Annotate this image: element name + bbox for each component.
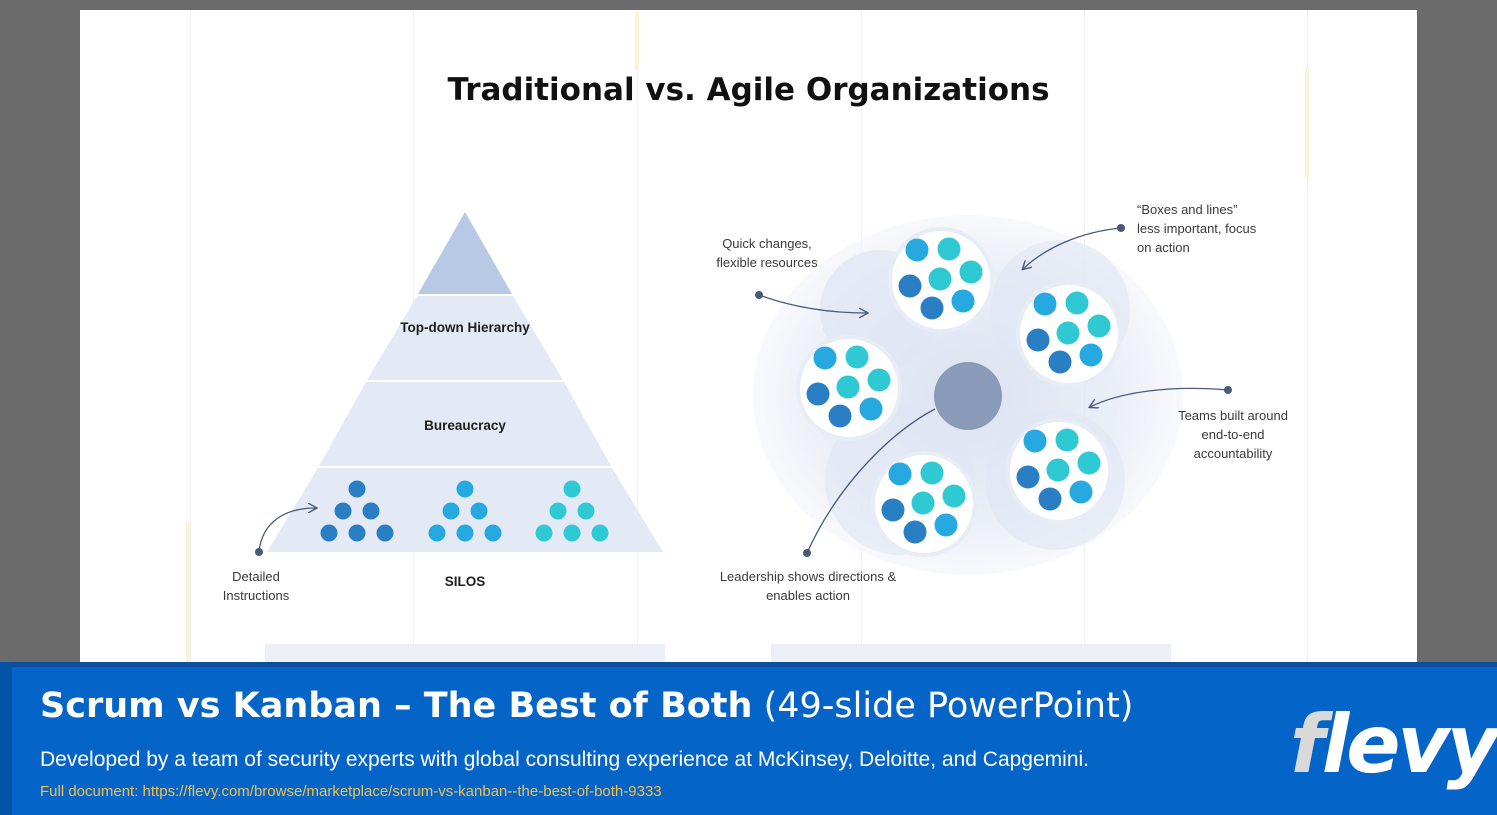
team-member-dot — [1055, 428, 1079, 452]
callout-arrow-boxes-lines — [1023, 227, 1122, 269]
team-member-dot — [951, 289, 975, 313]
pyramid-apex — [418, 212, 512, 294]
callout-arrow-detailed — [258, 508, 316, 553]
silo-dot — [348, 524, 366, 542]
team-member-dot — [934, 513, 958, 537]
flevy-logo[interactable]: flevy — [1290, 698, 1497, 791]
callout-detailed-instructions: Detailed Instructions — [222, 569, 290, 603]
silo-dot — [549, 502, 567, 520]
team-member-dot — [845, 345, 869, 369]
team-member-dot — [1069, 480, 1093, 504]
team-member-dot — [813, 346, 837, 370]
leadership-circle — [934, 362, 1002, 430]
banner-title-sub: (49-slide PowerPoint) — [763, 686, 1134, 726]
silo-dot — [334, 502, 352, 520]
team-member-dot — [937, 237, 961, 261]
team-member-dot — [1038, 487, 1062, 511]
banner-title-main: Scrum vs Kanban – The Best of Both — [40, 686, 753, 726]
team-member-dot — [1079, 343, 1103, 367]
silo-dot — [428, 524, 446, 542]
callout-arrow-teams — [1090, 387, 1229, 407]
team-member-dot — [1046, 458, 1070, 482]
team-member-dot — [867, 368, 891, 392]
team-member-dot — [920, 296, 944, 320]
banner-description: Developed by a team of security experts … — [40, 748, 1089, 771]
team-member-dot — [836, 375, 860, 399]
full-document-link[interactable]: Full document: https://flevy.com/browse/… — [40, 783, 662, 800]
team-member-dot — [859, 397, 883, 421]
callout-teams-built: Teams built around end-to-end accountabi… — [1178, 408, 1288, 461]
team-member-dot — [959, 260, 983, 284]
banner-top-stripe — [0, 662, 1497, 667]
pyramid-level-bureaucracy — [319, 382, 611, 466]
hierarchy-pyramid — [267, 212, 663, 552]
team-member-dot — [1048, 350, 1072, 374]
team-member-dot — [1056, 321, 1080, 345]
team-member-dot — [828, 404, 852, 428]
team-member-dot — [898, 274, 922, 298]
callout-line-leadership — [806, 408, 936, 554]
team-member-dot — [903, 520, 927, 544]
team-member-dot — [1016, 465, 1040, 489]
promo-banner: Scrum vs Kanban – The Best of Both (49-s… — [0, 662, 1497, 815]
callout-boxes-and-lines: “Boxes and lines” less important, focus … — [1137, 202, 1257, 255]
team-member-dot — [942, 484, 966, 508]
decor-bar — [186, 522, 190, 670]
team-member-dot — [806, 382, 830, 406]
team-member-dot — [1065, 291, 1089, 315]
decor-bar — [635, 12, 639, 70]
silo-dot — [484, 524, 502, 542]
silo-dot — [563, 480, 581, 498]
silo-dot — [470, 502, 488, 520]
silo-dot — [591, 524, 609, 542]
callout-quick-changes: Quick changes, flexible resources — [716, 236, 818, 270]
silo-dot — [535, 524, 553, 542]
banner-title: Scrum vs Kanban – The Best of Both (49-s… — [40, 686, 1133, 726]
pyramid-label-bureaucracy: Bureaucracy — [424, 418, 506, 433]
team-member-dot — [1026, 328, 1050, 352]
callout-arrow-quick-changes — [758, 294, 867, 313]
silo-dot — [456, 480, 474, 498]
callout-leadership: Leadership shows directions & enables ac… — [719, 569, 897, 603]
silo-dot — [348, 480, 366, 498]
team-member-dot — [888, 462, 912, 486]
banner-accent-bar — [0, 662, 12, 815]
team-member-dot — [920, 461, 944, 485]
silo-dot — [577, 502, 595, 520]
silo-groups — [320, 480, 609, 542]
slide: Traditional vs. Agile Organizations — [80, 10, 1417, 670]
team-member-dot — [1033, 292, 1057, 316]
team-circles — [796, 227, 1122, 557]
team-member-dot — [1077, 451, 1101, 475]
silo-dot — [320, 524, 338, 542]
guide-line — [190, 10, 191, 670]
team-member-dot — [928, 267, 952, 291]
pyramid-label-top-down: Top-down Hierarchy — [400, 320, 530, 335]
slide-title: Traditional vs. Agile Organizations — [447, 72, 1050, 108]
team-member-dot — [881, 498, 905, 522]
silo-dot — [376, 524, 394, 542]
guide-line — [637, 10, 638, 670]
pyramid-level-top-down — [367, 296, 563, 380]
pyramid-label-silos: SILOS — [444, 574, 486, 589]
guide-line — [1307, 10, 1308, 670]
team-member-dot — [911, 491, 935, 515]
team-member-dot — [1087, 314, 1111, 338]
silo-dot — [442, 502, 460, 520]
decor-bar — [1305, 68, 1309, 178]
silo-dot — [563, 524, 581, 542]
team-member-dot — [1023, 429, 1047, 453]
team-member-dot — [905, 238, 929, 262]
silo-dot — [362, 502, 380, 520]
silo-dot — [456, 524, 474, 542]
